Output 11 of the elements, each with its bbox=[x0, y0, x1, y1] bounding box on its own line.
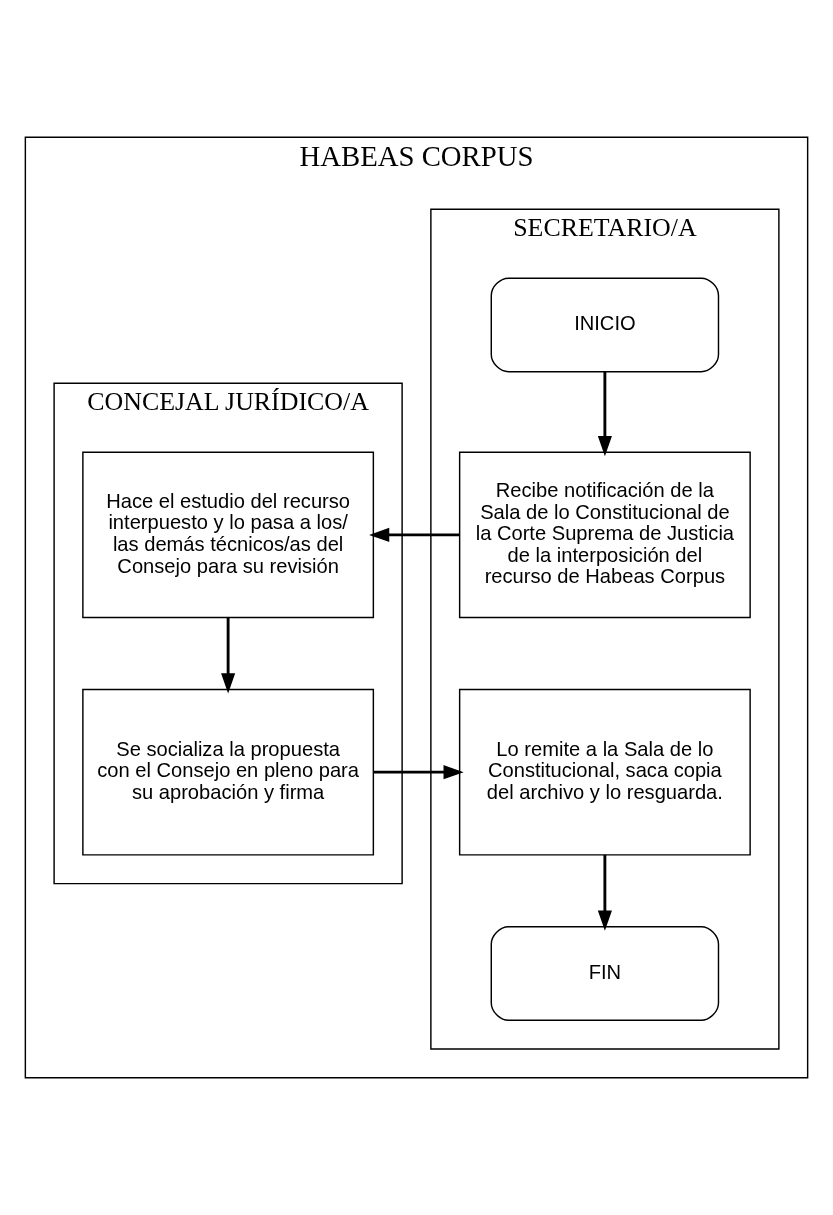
arrow bbox=[369, 527, 460, 542]
arrow bbox=[373, 765, 464, 780]
node-box: Hace el estudio del recurso interpuesto y lo pasa a los/ las demás técnicos/as del Consejo para su revisión bbox=[82, 451, 375, 619]
node-box: Se socializa la propuesta con el Consejo en pleno para su aprobación y firma bbox=[82, 688, 375, 856]
arrow bbox=[221, 617, 236, 694]
arrow bbox=[597, 371, 612, 457]
node-box: FIN bbox=[490, 926, 720, 1021]
node-box: Recibe notificación de la Sala de lo Constitucional de la Corte Suprema de Justicia de la interposición del recurso de Habeas Corpus bbox=[458, 451, 751, 619]
arrow bbox=[597, 854, 612, 931]
node-box: Lo remite a la Sala de lo Constitucional, saca copia del archivo y lo resguarda. bbox=[458, 688, 751, 856]
node-box: INICIO bbox=[490, 277, 720, 373]
